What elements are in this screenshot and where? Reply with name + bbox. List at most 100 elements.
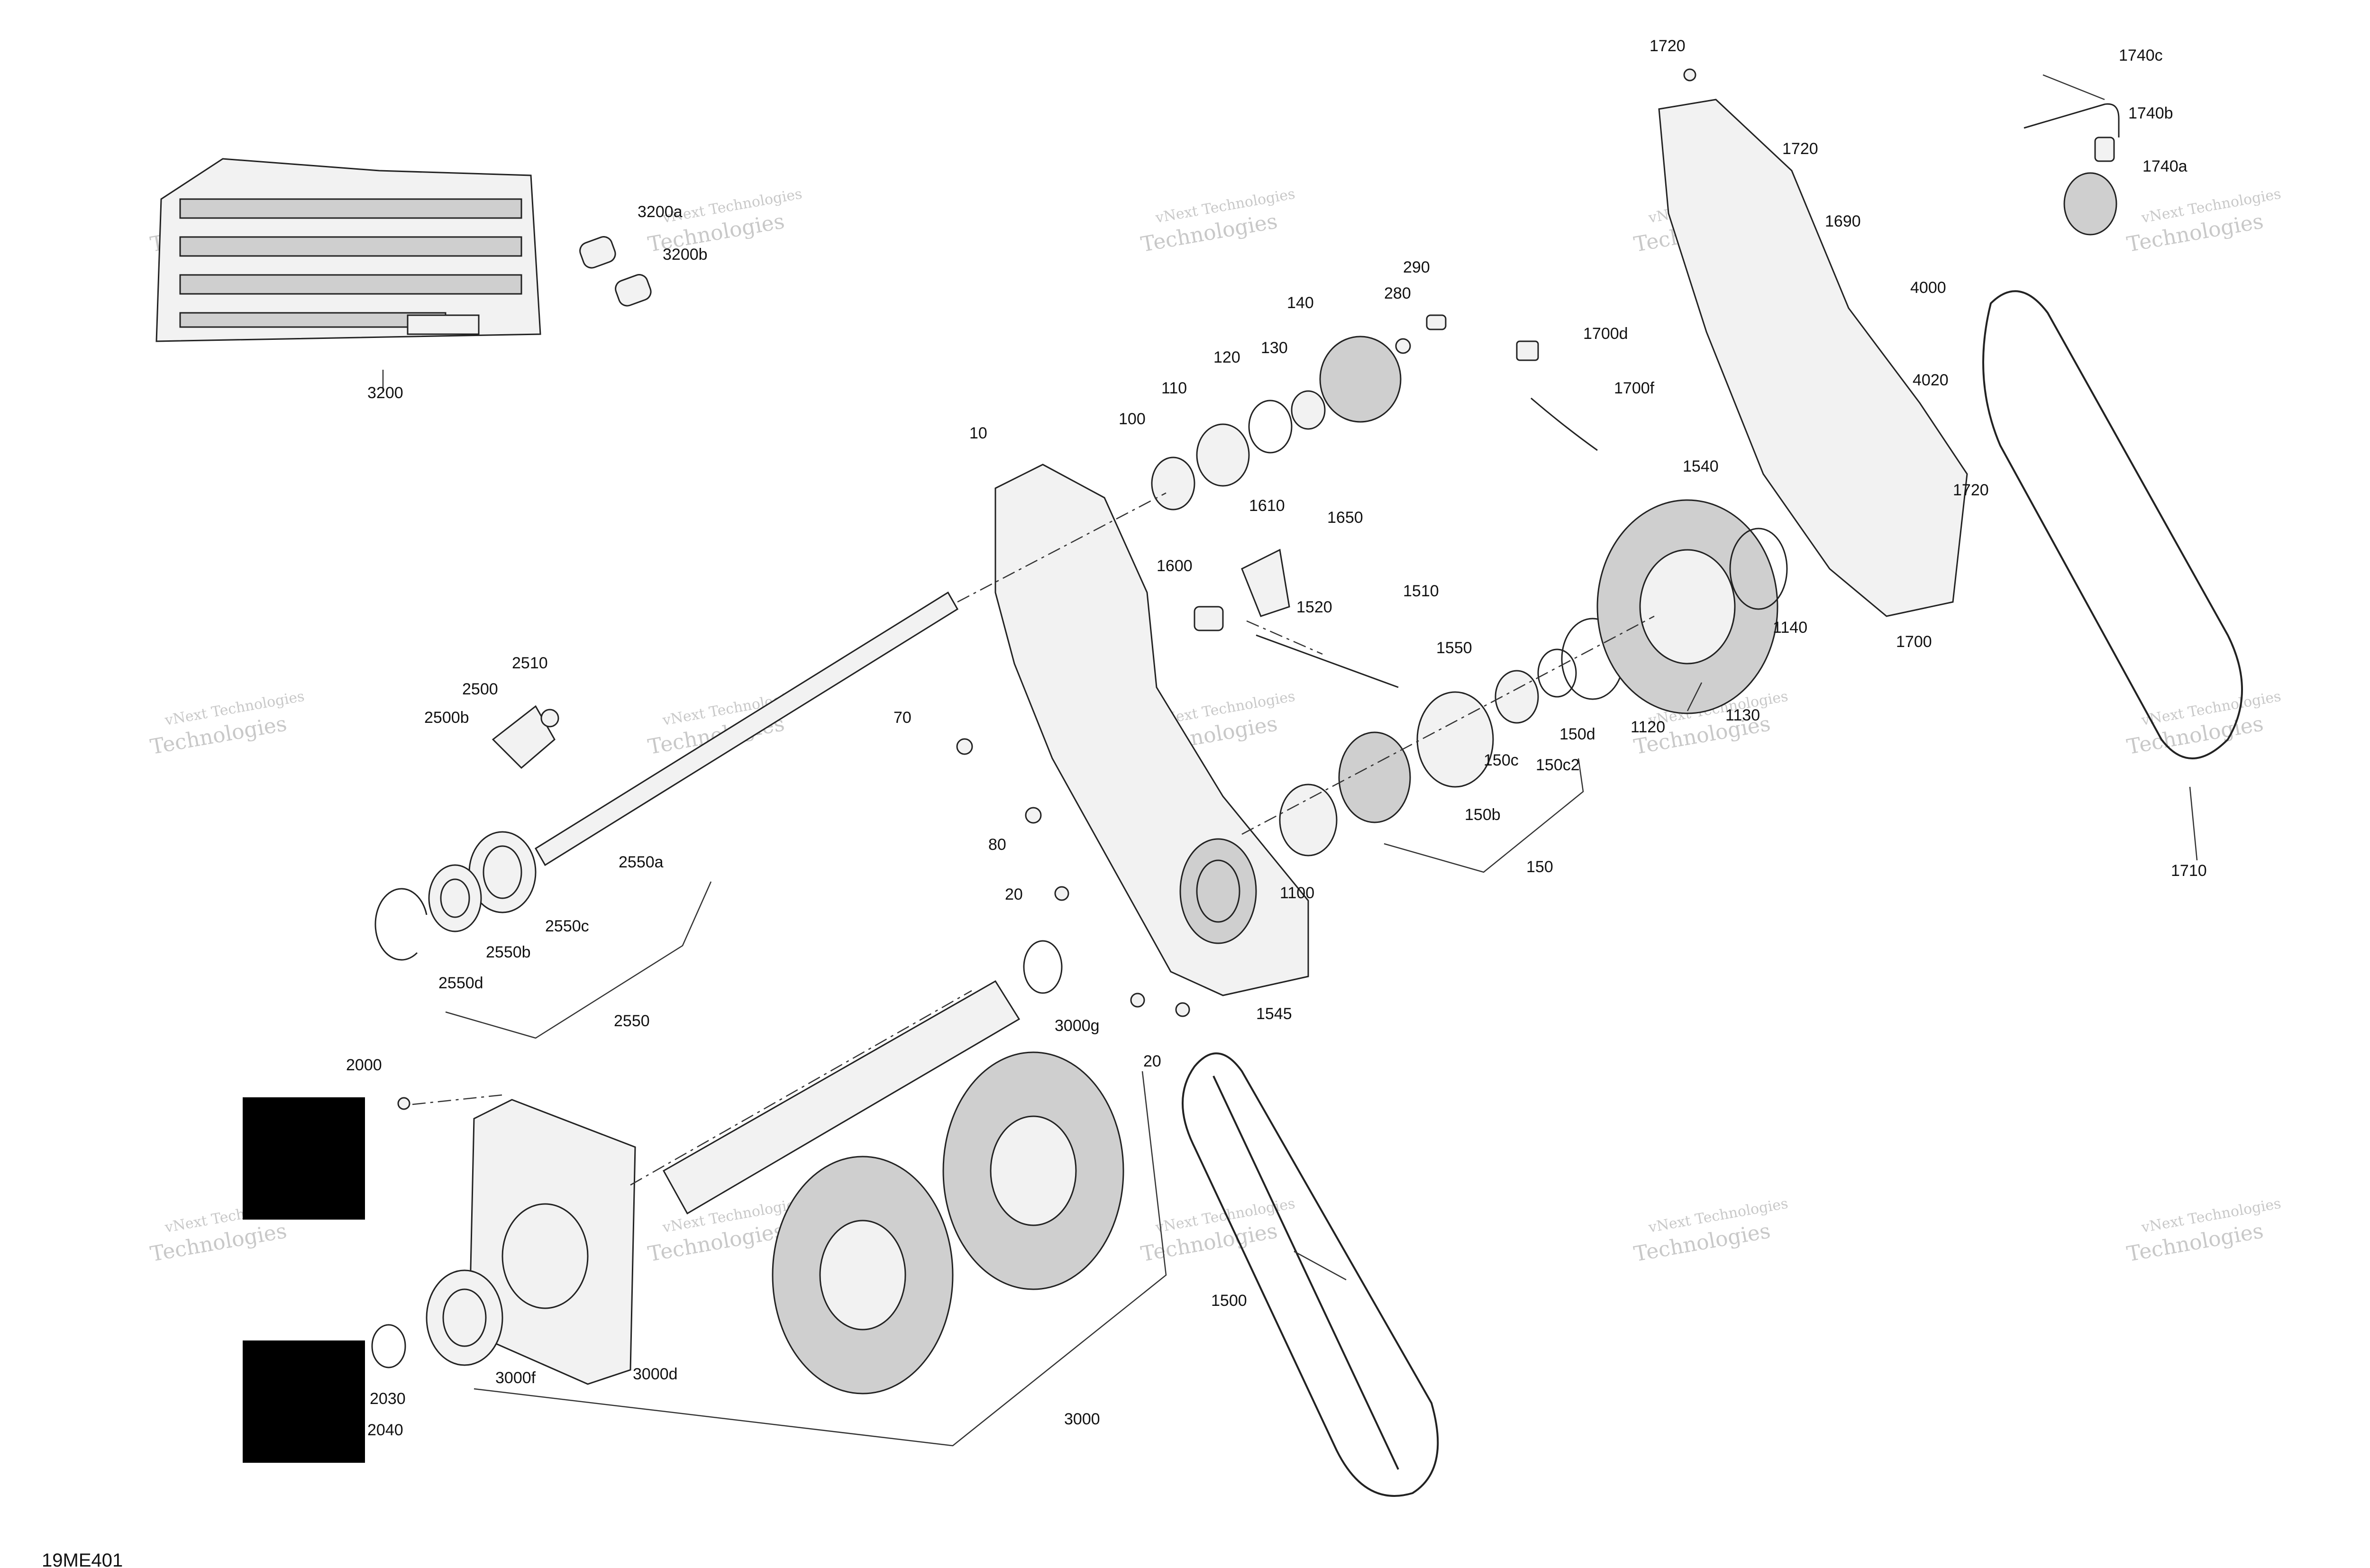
- ring-1140: [1729, 528, 1788, 610]
- callout-label: 130: [1261, 339, 1288, 357]
- watermark: vNext Technologies Technologies: [2125, 1195, 2282, 1267]
- callout-label: 70: [893, 709, 912, 727]
- pin-1600: [1194, 606, 1224, 631]
- vent-1740c: [2024, 103, 2120, 137]
- callout-label: 4000: [1910, 279, 1946, 297]
- leader-lines: [382, 74, 2198, 1447]
- belt-1500: [1182, 1052, 1439, 1497]
- callout-label: 1740c: [2119, 46, 2163, 64]
- bearing-150b: [1416, 691, 1494, 788]
- callout-label: 1720: [1782, 140, 1818, 158]
- washer-280: [1395, 338, 1411, 354]
- redacted-box: [243, 1097, 365, 1220]
- callout-label: 2550c: [545, 917, 589, 935]
- callout-label: 1540: [1683, 457, 1719, 475]
- decal-sheet-3200: [155, 158, 541, 342]
- hose-1700f: [1531, 397, 1598, 451]
- parts-drawing: [155, 68, 2243, 1497]
- callout-label: 150d: [1559, 725, 1595, 743]
- tensioner-1610: [1241, 548, 1290, 617]
- callout-label: 3000g: [1055, 1017, 1100, 1035]
- bolt-1720: [1683, 68, 1696, 82]
- ring-2030: [371, 1324, 406, 1368]
- watermark: vNext Technologies Technologies: [148, 688, 306, 759]
- callout-label: 4020: [1913, 371, 1949, 389]
- bearing-2550b: [428, 864, 482, 932]
- callout-label: 3000d: [633, 1365, 678, 1383]
- callout-label: 1700f: [1614, 379, 1655, 397]
- fitting-1740b: [2094, 137, 2115, 162]
- callout-label: 290: [1403, 258, 1430, 276]
- callout-label: 1130: [1725, 706, 1760, 724]
- bearing-3000f: [426, 1269, 503, 1366]
- watermark: vNext Technologies Technologies: [1632, 1195, 1789, 1267]
- callout-label: 1700d: [1583, 325, 1628, 343]
- callout-label: 3200: [367, 384, 403, 402]
- callout-label: 150c: [1484, 751, 1519, 769]
- callout-label: 1650: [1327, 509, 1363, 527]
- callout-label: 150c2: [1536, 756, 1580, 774]
- bolt-290: [1426, 314, 1447, 330]
- callout-label: 2550d: [438, 974, 483, 992]
- callout-label: 2000: [346, 1056, 382, 1074]
- grommet-1740a: [2063, 172, 2117, 236]
- callout-label: 2550a: [619, 853, 664, 871]
- callout-label: 2550: [614, 1012, 650, 1030]
- callout-label: 2550b: [486, 943, 531, 961]
- callout-label: 20: [1143, 1052, 1161, 1070]
- callout-label: 1710: [2171, 862, 2207, 880]
- spacer-130: [1291, 390, 1326, 430]
- fitting-1700d: [1516, 340, 1539, 361]
- bolt-70: [956, 738, 973, 755]
- seal-100: [1151, 456, 1195, 511]
- bolt-2000: [397, 1097, 410, 1110]
- watermark: vNext Technologies Technologies: [2125, 186, 2282, 257]
- bolt-80: [1025, 807, 1042, 824]
- clip-3200a: [579, 236, 616, 269]
- callout-label: 110: [1161, 379, 1187, 397]
- callout-label: 1740b: [2128, 104, 2173, 122]
- ring-3000g: [1023, 940, 1063, 994]
- callout-label: 1700: [1896, 633, 1932, 651]
- chain-1710: [1982, 290, 2243, 759]
- callout-label: 1600: [1157, 557, 1193, 575]
- callout-label: 10: [969, 424, 987, 442]
- callout-label: 1120: [1631, 718, 1665, 736]
- plug-1545: [1175, 1002, 1190, 1017]
- callout-label: 1740a: [2142, 157, 2188, 175]
- ring-150d: [1537, 648, 1577, 698]
- callout-label: 1545: [1256, 1005, 1292, 1023]
- callout-label: 100: [1119, 410, 1146, 428]
- callout-label: 2500b: [424, 709, 469, 727]
- watermark: vNext Technologies Technologies: [2125, 688, 2282, 759]
- callout-label: 1610: [1249, 497, 1285, 515]
- callout-labels: 10 20 20 70 80 100 110 120 130 140 150 1…: [346, 37, 2207, 1439]
- callout-label: 280: [1384, 284, 1411, 302]
- bearing-110: [1196, 423, 1250, 487]
- cover-1700: [1658, 99, 1968, 617]
- callout-label: 2510: [512, 654, 548, 672]
- callout-label: 1510: [1403, 582, 1439, 600]
- assembly-lines: [412, 492, 1655, 1186]
- ring-1100: [1279, 784, 1338, 857]
- diagram-code: 19ME401: [42, 1550, 123, 1568]
- callout-label: 3000f: [495, 1369, 536, 1387]
- drive-axle-3000: [662, 980, 1021, 1215]
- callout-label: 2030: [370, 1390, 406, 1408]
- callout-label: 140: [1287, 294, 1314, 312]
- callout-label: 1500: [1211, 1292, 1247, 1310]
- rod-1520: [1256, 634, 1399, 688]
- watermark: vNext Technologies Technologies: [1139, 186, 1296, 257]
- callout-label: 80: [988, 836, 1006, 854]
- callout-label: 3000: [1064, 1410, 1100, 1428]
- callout-label: 150: [1526, 858, 1553, 876]
- ring-120: [1248, 400, 1293, 454]
- callout-label: 20: [1005, 885, 1023, 903]
- callout-label: 1520: [1296, 598, 1332, 616]
- callout-label: 150b: [1465, 806, 1501, 824]
- callout-label: 2500: [462, 680, 498, 698]
- callout-label: 1550: [1436, 639, 1472, 657]
- bolt-20: [1054, 886, 1069, 901]
- clip-3200b: [615, 274, 652, 307]
